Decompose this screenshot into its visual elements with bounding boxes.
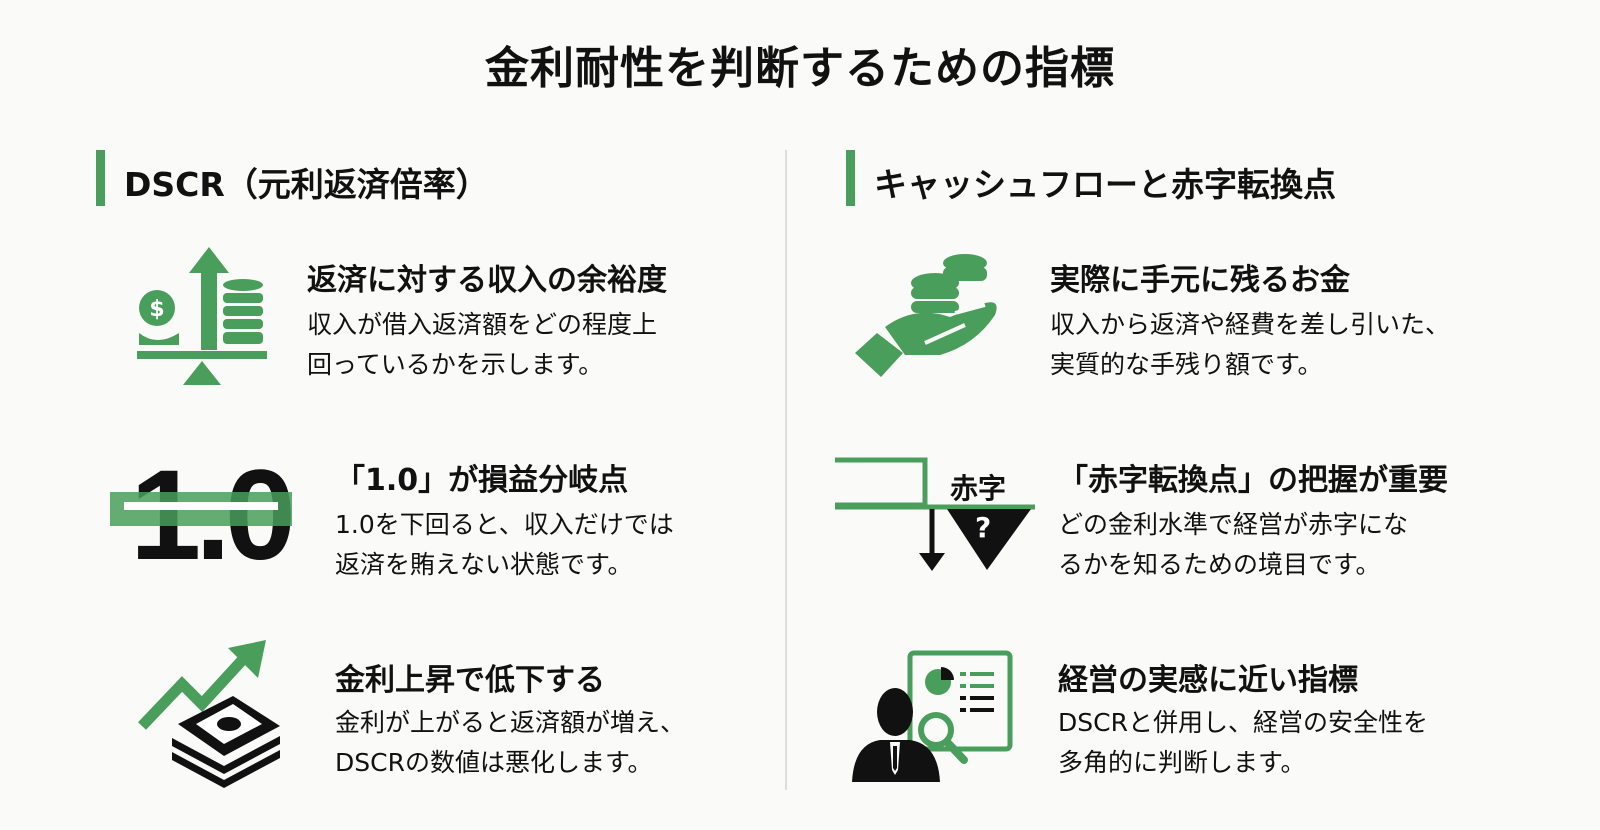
description-line: どの金利水準で経営が赤字にな [1058, 510, 1409, 539]
section-heading-cashflow: キャッシュフローと赤字転換点 [874, 165, 1336, 204]
page-title: 金利耐性を判断するための指標 [485, 43, 1115, 94]
description-line: 多角的に判断します。 [1058, 748, 1306, 777]
description-line: DSCRと併用し、経営の安全性を [1058, 708, 1428, 737]
description-line: 1.0を下回ると、収入だけでは [335, 510, 674, 539]
svg-text:$: $ [149, 297, 164, 322]
hand-coins-icon [855, 254, 997, 377]
description-line: 回っているかを示します。 [307, 350, 604, 379]
businessman-report-icon [852, 650, 1013, 782]
item-description: 収入から返済や経費を差し引いた、 実質的な手残り額です。 [1050, 305, 1450, 385]
deficit-label: 赤字 [950, 472, 1007, 505]
rising-arrow-money-stack-icon [138, 640, 280, 788]
balance-coins-arrow-icon: $ [137, 247, 267, 385]
section-accent-bar [846, 150, 855, 206]
item-description: どの金利水準で経営が赤字にな るかを知るための境目です。 [1058, 505, 1408, 585]
item-description: 1.0を下回ると、収入だけでは 返済を賄えない状態です。 [335, 505, 674, 585]
column-divider [785, 150, 787, 790]
item-description: DSCRと併用し、経営の安全性を 多角的に判断します。 [1058, 703, 1428, 783]
description-line: DSCRの数値は悪化します。 [335, 748, 653, 777]
section-heading-dscr: DSCR（元利返済倍率） [124, 165, 489, 204]
description-line: 金利が上がると返済額が増え、 [335, 708, 686, 737]
item-title: 金利上昇で低下する [335, 663, 605, 698]
description-line: 実質的な手残り額です。 [1050, 350, 1323, 379]
description-line: 収入から返済や経費を差し引いた、 [1050, 310, 1451, 339]
item-description: 収入が借入返済額をどの程度上 回っているかを示します。 [307, 305, 657, 385]
section-accent-bar [96, 150, 105, 206]
item-description: 金利が上がると返済額が増え、 DSCRの数値は悪化します。 [335, 703, 685, 783]
item-title: 「赤字転換点」の把握が重要 [1058, 463, 1448, 498]
description-line: 返済を賄えない状態です。 [335, 550, 633, 579]
threshold-graphic [835, 457, 1035, 571]
item-title: 経営の実感に近い指標 [1058, 663, 1358, 698]
item-title: 実際に手元に残るお金 [1050, 263, 1350, 298]
item-title: 返済に対する収入の余裕度 [307, 263, 667, 298]
description-line: 収入が借入返済額をどの程度上 [307, 310, 658, 339]
one-point-zero-line-icon: 1.0 [110, 444, 296, 587]
question-mark-icon: ? [975, 511, 992, 544]
description-line: るかを知るための境目です。 [1058, 550, 1381, 579]
deficit-threshold-icon: 赤字 ? [835, 455, 1035, 575]
item-title: 「1.0」が損益分岐点 [335, 463, 629, 498]
